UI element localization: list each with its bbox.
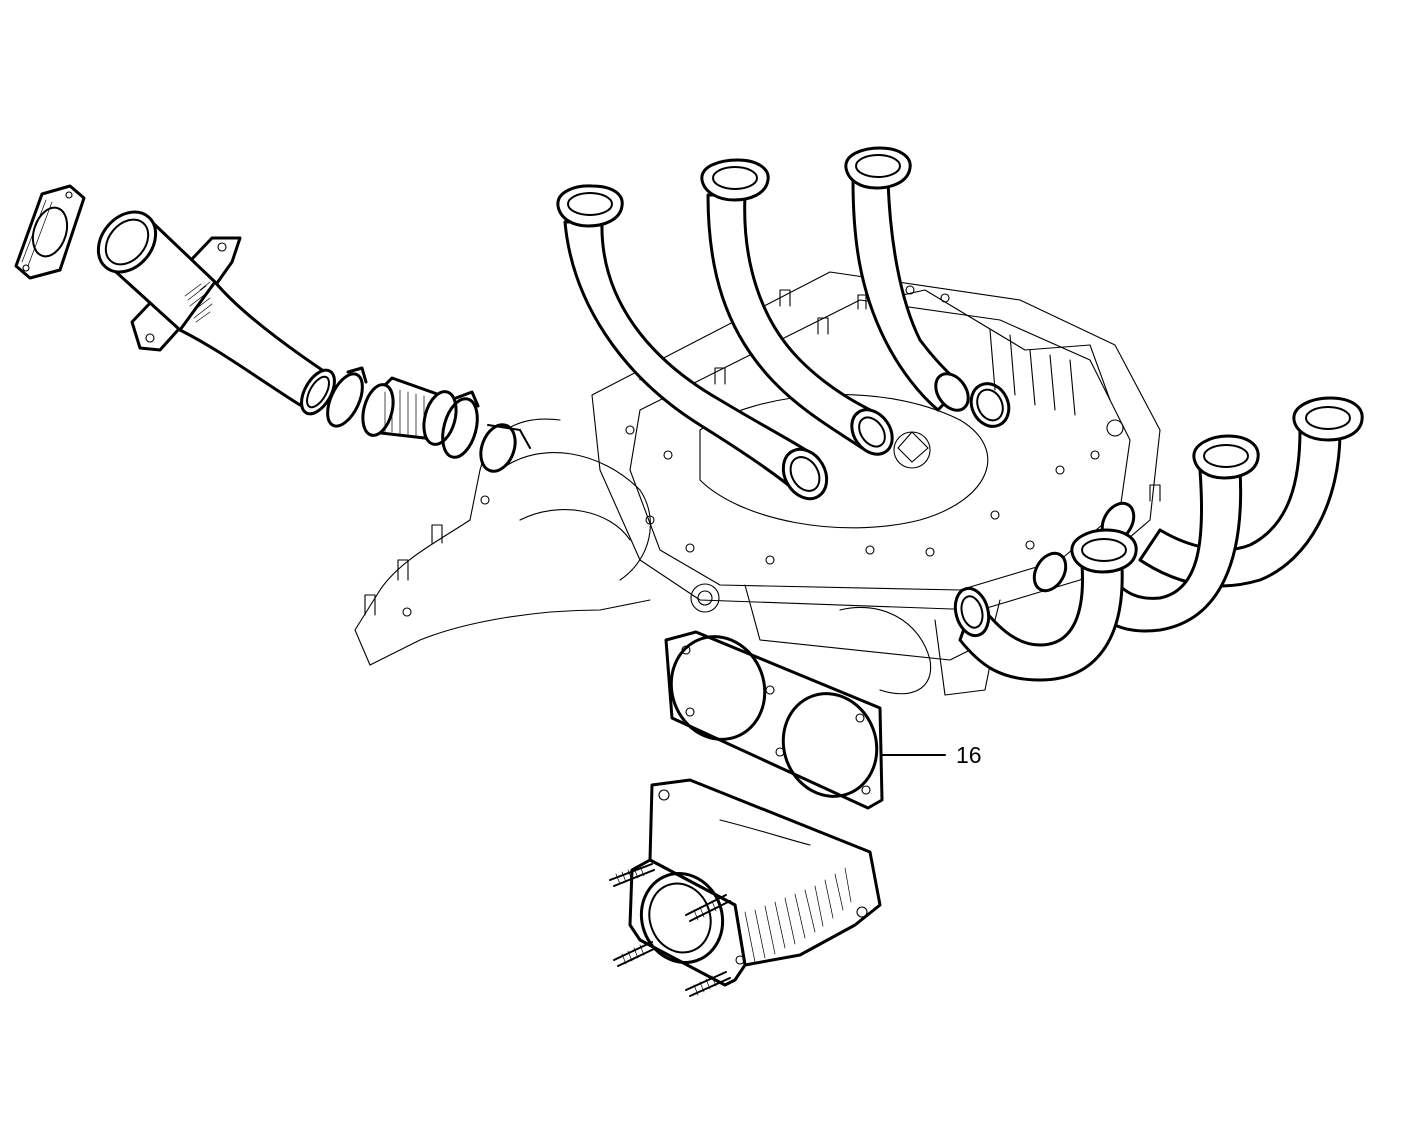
front-down-pipe [96, 210, 336, 416]
pipe-flange-gasket [14, 184, 86, 280]
flange-holes [402, 285, 1100, 617]
callout-16: 16 [881, 742, 982, 768]
pipe-clamps-and-sleeve [326, 366, 531, 473]
exhaust-collector [609, 778, 882, 997]
primary-exhaust-pipes-rear [556, 146, 1011, 501]
exhaust-manifold-gasket [664, 630, 884, 810]
callout-16-label: 16 [956, 742, 982, 768]
primary-exhaust-pipes-front [953, 396, 1364, 682]
